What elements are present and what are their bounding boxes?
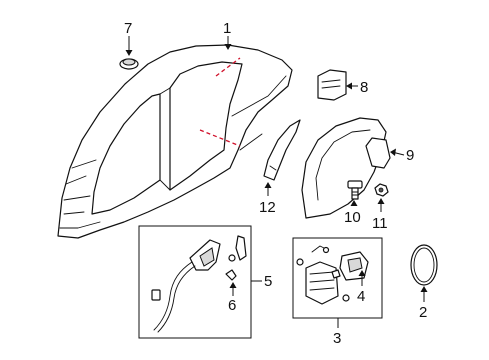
molding-strip [263, 119, 301, 181]
bolt [347, 180, 363, 200]
callout-labels: 1 2 3 4 5 6 7 8 9 10 11 12 [124, 20, 427, 347]
callout-7: 7 [124, 20, 132, 37]
fuel-door-ring [410, 244, 438, 286]
fuel-filler-housing [296, 245, 369, 305]
callout-5: 5 [264, 273, 272, 290]
fuel-release-group-box [138, 225, 252, 339]
bracket-part-8 [317, 69, 347, 101]
callout-2: 2 [419, 304, 427, 321]
callout-12: 12 [259, 199, 276, 216]
clip-nut [374, 183, 389, 197]
quarter-panel [57, 44, 293, 239]
callout-4: 4 [357, 288, 365, 305]
leader-lines [125, 36, 428, 328]
callout-6: 6 [228, 297, 236, 314]
fuel-door-release-cable [151, 235, 247, 333]
wheelhouse-liner [301, 117, 391, 219]
callout-9: 9 [406, 147, 414, 164]
callout-1: 1 [223, 20, 231, 37]
callout-3: 3 [333, 330, 341, 347]
callout-8: 8 [360, 79, 368, 96]
callout-10: 10 [344, 209, 361, 226]
callout-11: 11 [372, 215, 388, 232]
body-plug [119, 58, 139, 70]
